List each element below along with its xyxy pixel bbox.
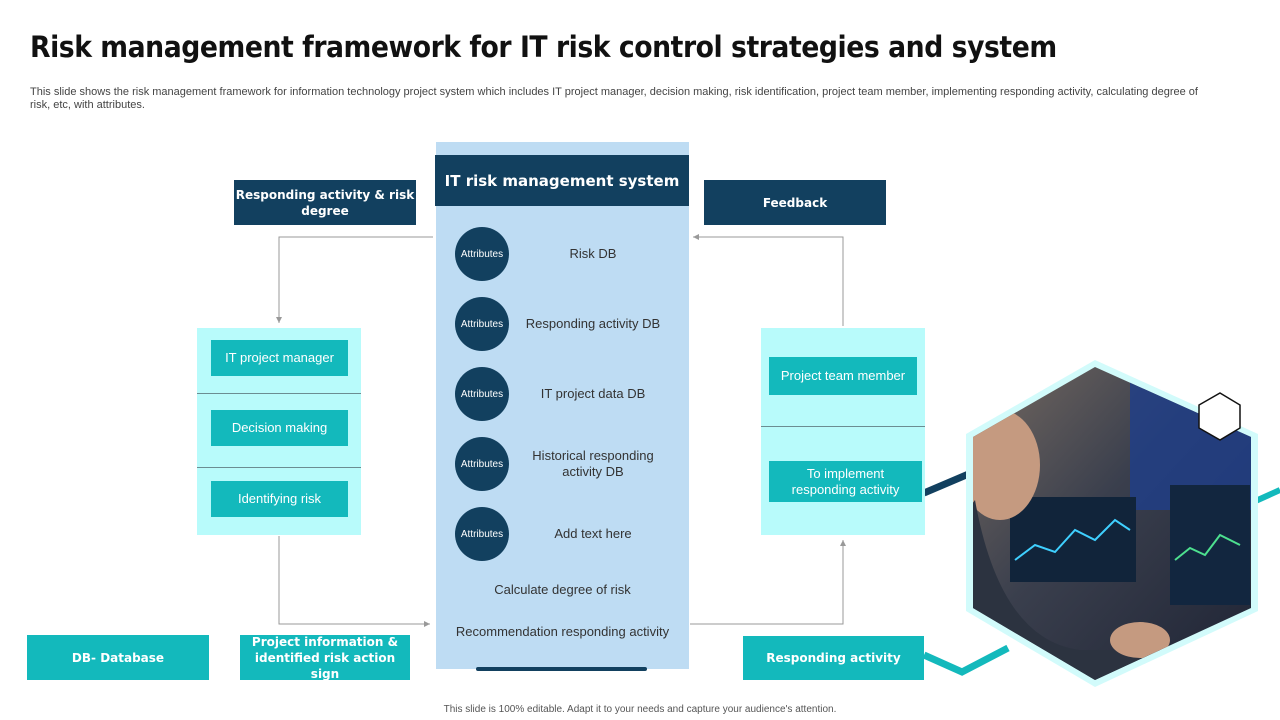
calculate-degree-of-risk: Calculate degree of risk [494,582,631,597]
attribute-label-it-project-data-db: IT project data DB [540,386,646,401]
left-divider-1 [197,393,361,394]
implement-responding-activity-box: To implement responding activity [769,461,922,502]
db-legend-box: DB- Database [27,635,209,680]
attribute-label-add-text: Add text here [554,526,632,541]
right-divider [761,426,925,427]
responding-activity-risk-degree-box: Responding activity & risk degree [234,180,416,225]
left-divider-2 [197,467,361,468]
attribute-badge-4: Attributes [455,437,509,491]
footer-note: This slide is 100% editable. Adapt it to… [443,704,837,715]
recommendation-responding-activity: Recommendation responding activity [455,624,670,639]
attribute-badge-3: Attributes [455,367,509,421]
page-title: Risk management framework for IT risk co… [30,30,1057,64]
attribute-badge-5: Attributes [455,507,509,561]
feedback-box: Feedback [704,180,886,225]
it-project-manager-box: IT project manager [211,340,348,376]
attribute-label-responding-activity-db: Responding activity DB [525,316,661,331]
decor-zigzag-teal [922,644,1010,676]
decor-small-hexagon [1198,392,1241,441]
attribute-badge-1: Attributes [455,227,509,281]
decision-making-box: Decision making [211,410,348,446]
attribute-badge-2: Attributes [455,297,509,351]
it-risk-system-title: IT risk management system [435,155,689,206]
identifying-risk-box: Identifying risk [211,481,348,517]
project-team-member-box: Project team member [769,357,917,395]
attribute-label-risk-db: Risk DB [569,246,617,261]
project-information-box: Project information & identified risk ac… [240,635,410,681]
page-subtitle: This slide shows the risk management fra… [30,86,1198,111]
attribute-label-historical-db: Historical responding activity DB [532,448,654,479]
responding-activity-box: Responding activity [743,636,924,680]
center-bottom-bar [476,667,647,671]
